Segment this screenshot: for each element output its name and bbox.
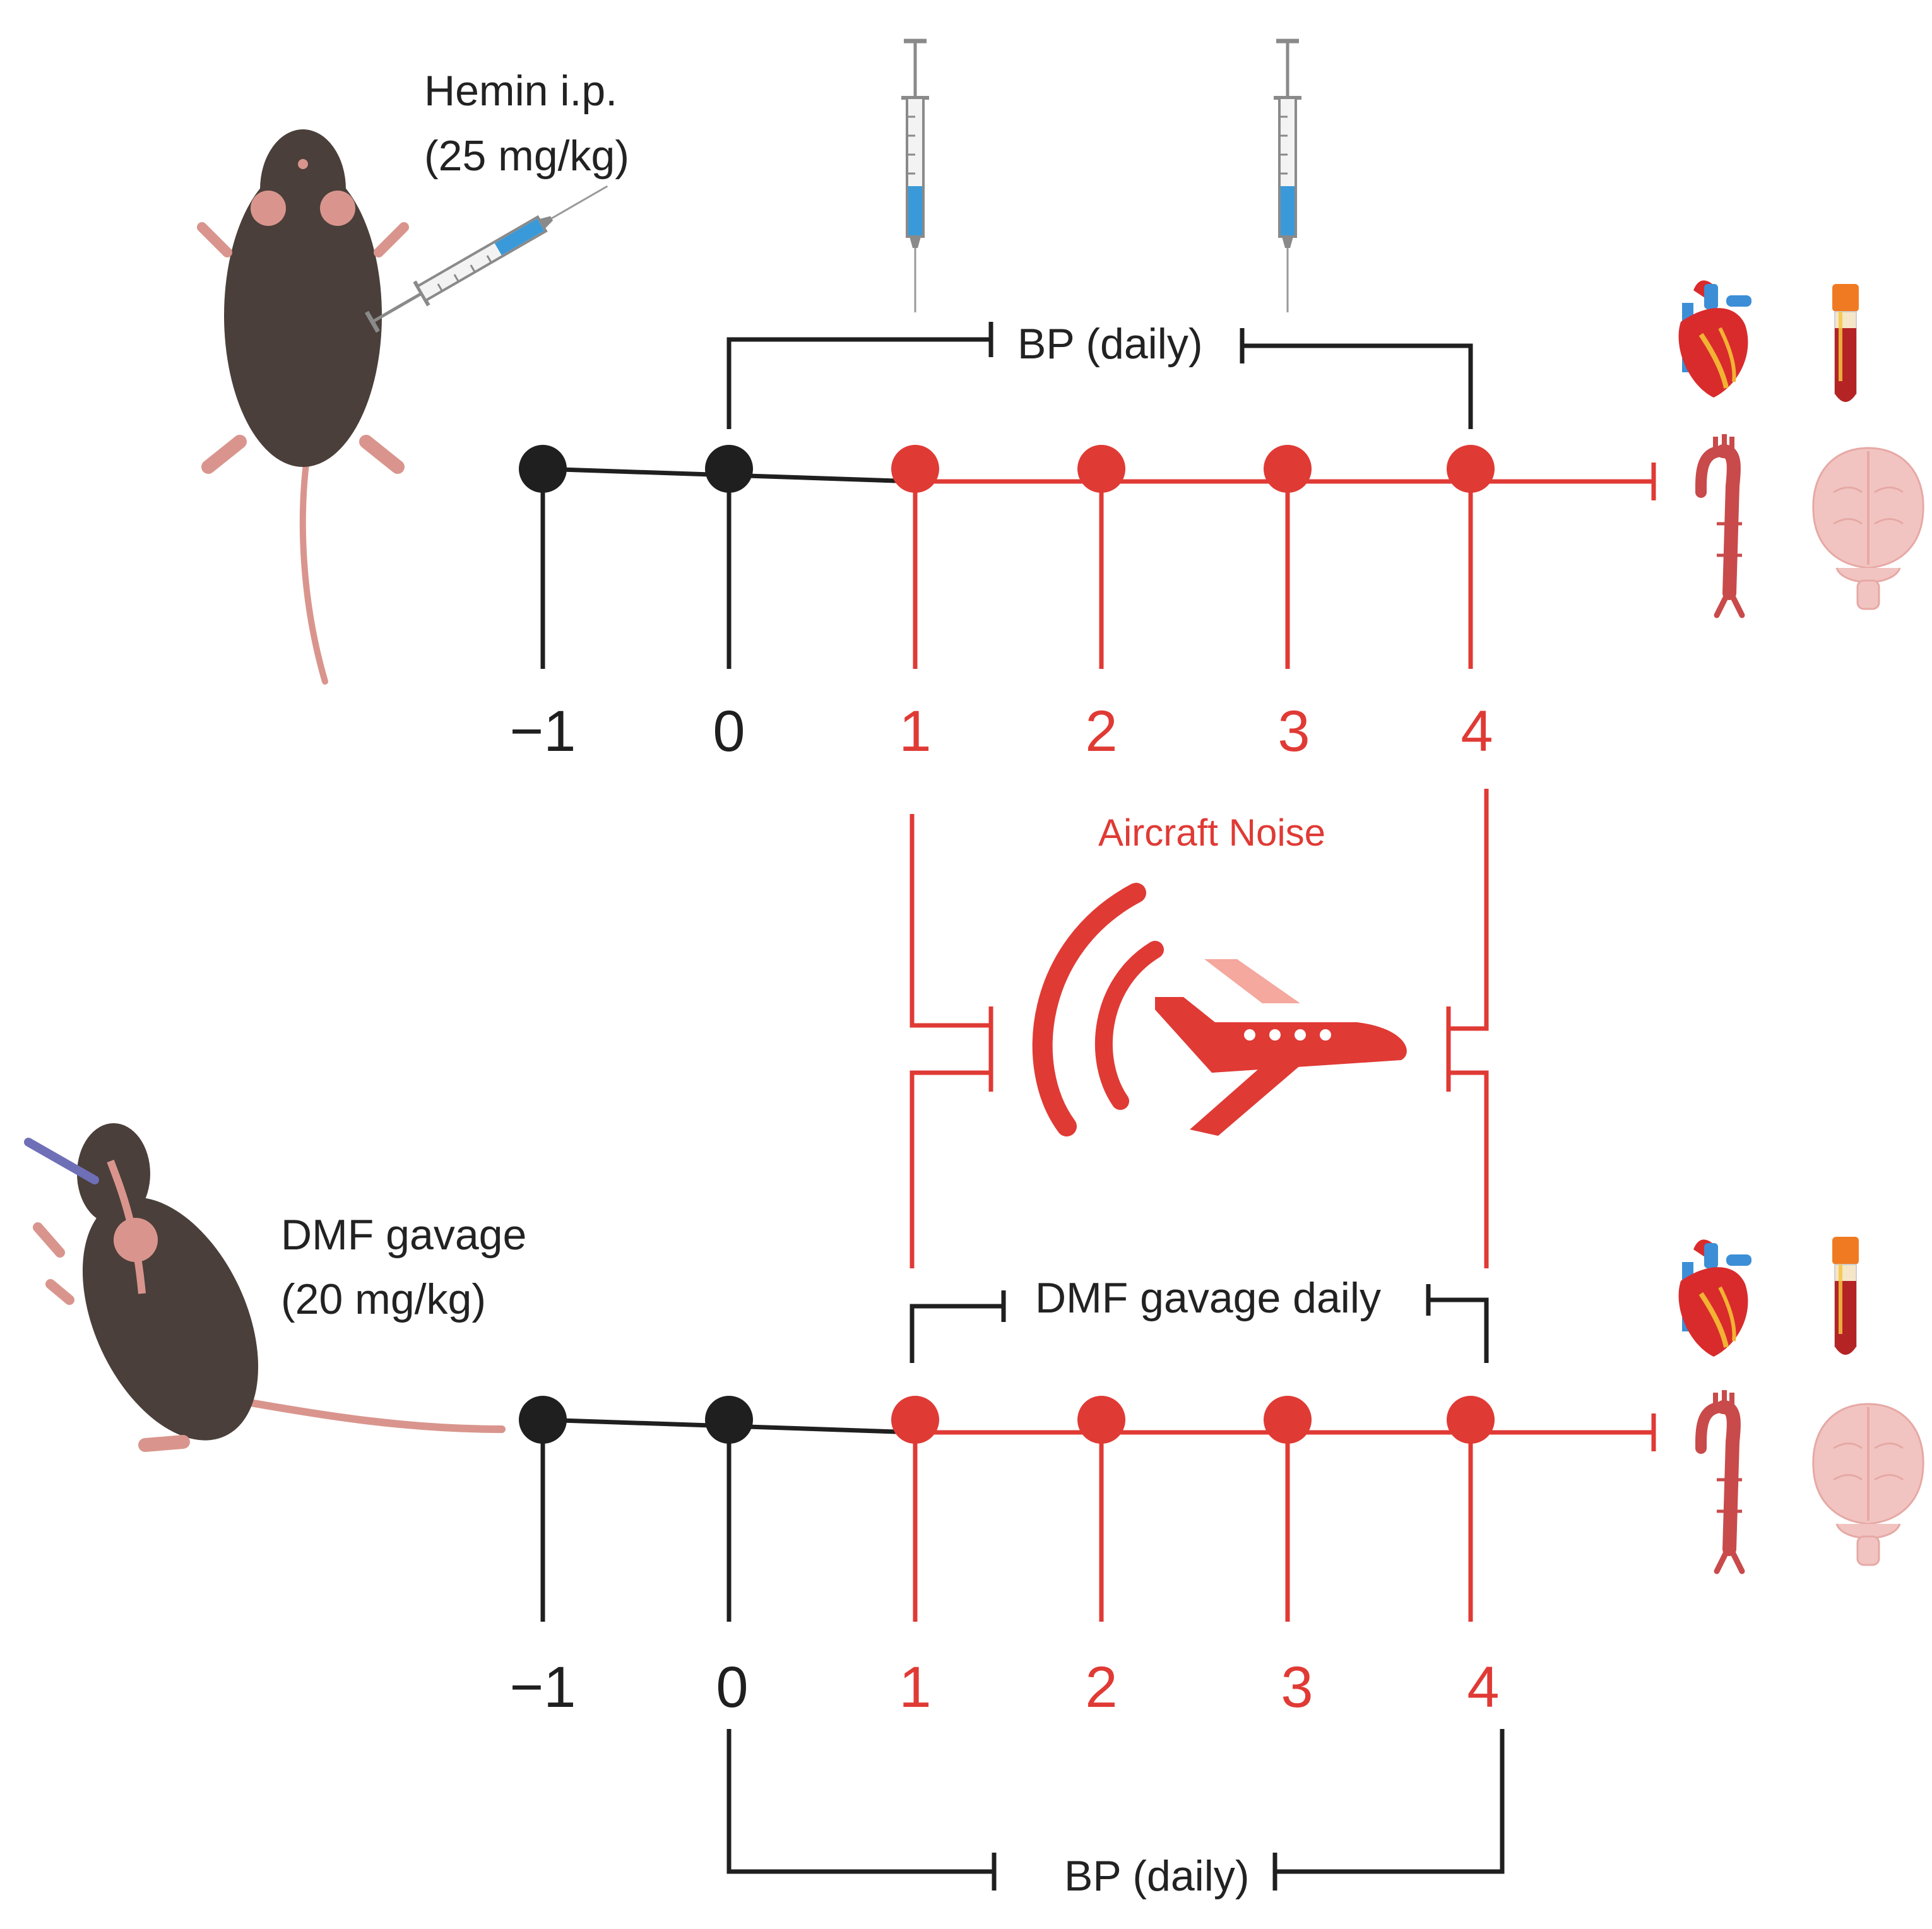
mouse-gavage-icon bbox=[24, 1123, 506, 1452]
timeline bbox=[519, 445, 1656, 669]
gavage-bracket bbox=[910, 1284, 1489, 1363]
noise-bracket-left bbox=[910, 814, 993, 1268]
syringe-icon bbox=[365, 174, 614, 334]
syringe-icon bbox=[901, 41, 929, 312]
blood-tube-icon bbox=[1832, 283, 1859, 403]
mouse-topview-icon bbox=[197, 129, 409, 685]
tick-label: −1 bbox=[510, 699, 576, 764]
treatment-label-line1: DMF gavage bbox=[281, 1211, 526, 1259]
blood-tube-icon bbox=[1832, 1236, 1859, 1355]
tick-label: 0 bbox=[713, 699, 745, 764]
heart-icon bbox=[1679, 280, 1751, 398]
brain-icon bbox=[1811, 447, 1925, 610]
heart-icon bbox=[1679, 1239, 1751, 1357]
aorta-icon bbox=[1701, 1390, 1742, 1571]
sound-wave-icon bbox=[1032, 883, 1164, 1136]
bp-label: BP (daily) bbox=[1017, 320, 1203, 368]
syringe-icon bbox=[1274, 41, 1301, 312]
treatment-label-line1: Hemin i.p. bbox=[424, 67, 617, 115]
timepoint-dot bbox=[891, 445, 939, 493]
bp-bracket bbox=[726, 1729, 1505, 1891]
noise-label: Aircraft Noise bbox=[1098, 811, 1325, 854]
bp-label: BP (daily) bbox=[1064, 1852, 1250, 1900]
noise-bracket-right bbox=[1446, 789, 1489, 1268]
tick-labels: −1 0 1 2 3 4 bbox=[510, 1655, 1500, 1720]
tick-label: 4 bbox=[1467, 1655, 1499, 1720]
tick-label: 2 bbox=[1085, 1655, 1117, 1720]
timepoint-dot bbox=[705, 445, 753, 493]
timepoint-dot bbox=[705, 1396, 753, 1444]
timepoint-dot bbox=[891, 1396, 939, 1444]
timepoint-dot bbox=[1264, 1396, 1312, 1444]
tick-label: 2 bbox=[1085, 699, 1117, 764]
treatment-label-line2: (20 mg/kg) bbox=[281, 1275, 486, 1323]
timepoint-dot bbox=[1264, 445, 1312, 493]
tick-label: 0 bbox=[716, 1655, 748, 1720]
timepoint-dot bbox=[1447, 1396, 1495, 1444]
bp-bracket bbox=[726, 322, 1473, 429]
timeline bbox=[519, 1396, 1656, 1622]
brain-icon bbox=[1811, 1403, 1925, 1566]
tick-label: −1 bbox=[510, 1655, 576, 1720]
aorta-icon bbox=[1701, 434, 1742, 615]
tick-label: 3 bbox=[1281, 1655, 1313, 1720]
treatment-label-line2: (25 mg/kg) bbox=[424, 132, 629, 180]
timepoint-dot bbox=[1447, 445, 1495, 493]
tick-label: 1 bbox=[899, 1655, 931, 1720]
tick-label: 4 bbox=[1461, 699, 1493, 764]
timepoint-dot bbox=[519, 445, 567, 493]
tick-labels: −1 0 1 2 3 4 bbox=[510, 699, 1493, 764]
timepoint-dot bbox=[519, 1396, 567, 1444]
timepoint-dot bbox=[1077, 1396, 1125, 1444]
airplane-icon bbox=[1155, 959, 1407, 1136]
gavage-label: DMF gavage daily bbox=[1035, 1274, 1381, 1322]
tick-label: 3 bbox=[1277, 699, 1310, 764]
timepoint-dot bbox=[1077, 445, 1125, 493]
tick-label: 1 bbox=[899, 699, 931, 764]
